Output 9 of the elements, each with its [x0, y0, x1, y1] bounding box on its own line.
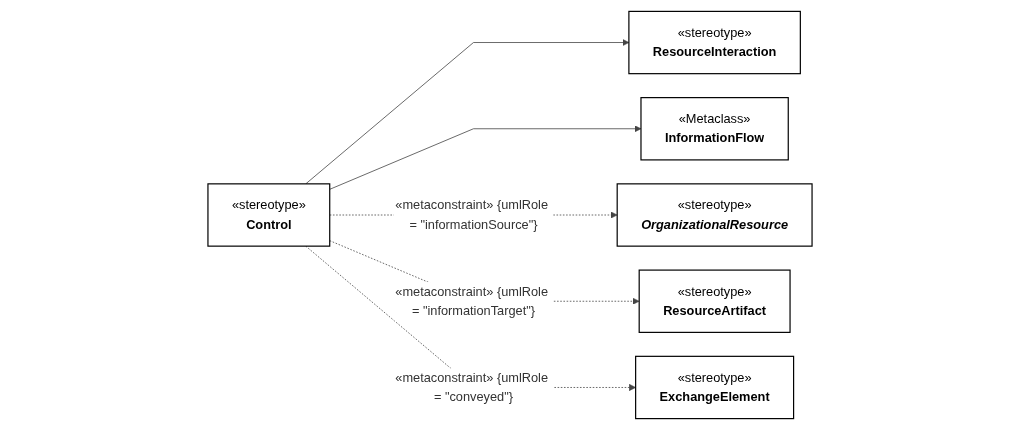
- edge-label: «metaconstraint» {umlRole = "conveyed"}: [395, 370, 549, 404]
- node-box: «stereotype» ResourceInteraction: [628, 10, 801, 75]
- edge-label: «metaconstraint» {umlRole = "informationTarget"}: [395, 284, 549, 318]
- node-box: «stereotype» OrganizationalResource: [616, 183, 813, 247]
- node-box: «stereotype» Control: [207, 183, 331, 247]
- node-box: «stereotype» ResourceArtifact: [638, 269, 791, 333]
- node-box: «stereotype» ExchangeElement: [635, 355, 795, 420]
- edge-label: «metaconstraint» {umlRole = "informationSource"}: [395, 198, 549, 231]
- node-box: «Metaclass» InformationFlow: [640, 97, 789, 161]
